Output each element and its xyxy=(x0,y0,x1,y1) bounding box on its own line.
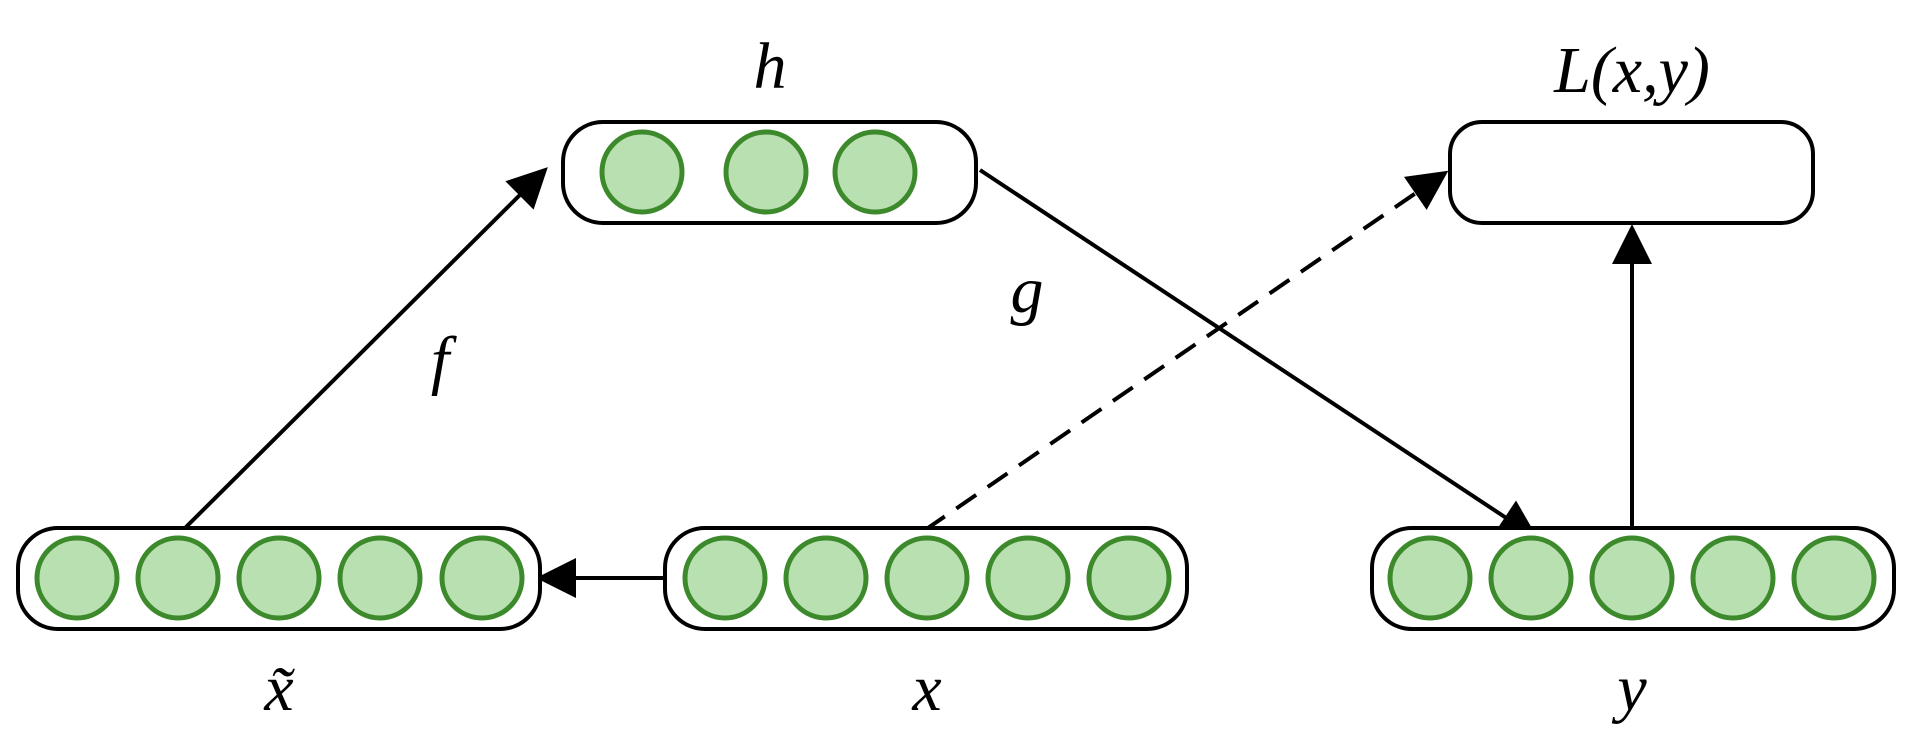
labels: h L(x,y) f g x̃ x y xyxy=(263,30,1710,725)
neuron-unit xyxy=(1690,535,1776,621)
loss-node xyxy=(1448,120,1815,225)
neuron-unit xyxy=(832,129,918,215)
layer-y-units xyxy=(1387,535,1877,621)
neuron-unit xyxy=(884,535,970,621)
layer-y xyxy=(1370,526,1896,631)
layer-x-units xyxy=(682,535,1172,621)
layer-x-tilde xyxy=(16,526,542,631)
neuron-unit xyxy=(1589,535,1675,621)
neuron-unit xyxy=(1086,535,1172,621)
arrow-g-decoder xyxy=(978,168,1539,540)
label-h: h xyxy=(754,30,787,103)
neuron-unit xyxy=(1387,535,1473,621)
arrow-x-to-loss-dashed xyxy=(923,170,1449,532)
layer-x xyxy=(663,526,1189,631)
neuron-unit xyxy=(682,535,768,621)
arrow-f-encoder xyxy=(176,167,548,537)
layer-h xyxy=(561,120,978,225)
neuron-unit xyxy=(723,129,809,215)
neuron-unit xyxy=(783,535,869,621)
label-f: f xyxy=(431,324,457,397)
edges xyxy=(176,167,1652,598)
loss-box xyxy=(1448,120,1815,225)
neuron-unit xyxy=(1488,535,1574,621)
label-g: g xyxy=(1011,254,1044,327)
neuron-unit xyxy=(985,535,1071,621)
label-x: x xyxy=(911,652,941,725)
neuron-unit xyxy=(439,535,525,621)
neuron-unit xyxy=(34,535,120,621)
label-x-tilde: x̃ xyxy=(263,652,295,725)
layer-h-units xyxy=(599,129,918,215)
label-y: y xyxy=(1611,652,1647,725)
label-loss: L(x,y) xyxy=(1553,34,1710,107)
neuron-unit xyxy=(236,535,322,621)
neuron-unit xyxy=(337,535,423,621)
neuron-unit xyxy=(599,129,685,215)
neuron-unit xyxy=(1791,535,1877,621)
neuron-unit xyxy=(135,535,221,621)
layer-x-tilde-units xyxy=(34,535,525,621)
